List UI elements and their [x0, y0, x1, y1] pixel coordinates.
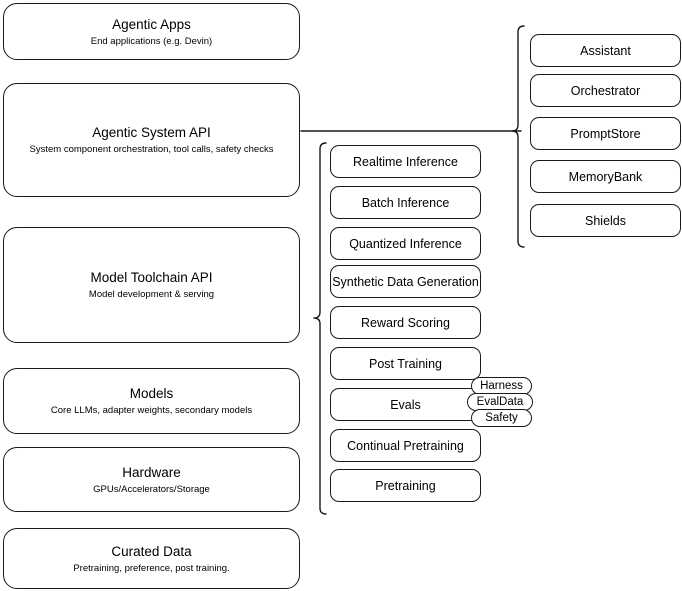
component-orchestrator[interactable]: Orchestrator: [530, 74, 681, 107]
layer-hardware[interactable]: Hardware GPUs/Accelerators/Storage: [3, 447, 300, 512]
layer-agentic-apps[interactable]: Agentic Apps End applications (e.g. Devi…: [3, 3, 300, 60]
layer-agentic-system-api[interactable]: Agentic System API System component orch…: [3, 83, 300, 197]
component-promptstore[interactable]: PromptStore: [530, 117, 681, 150]
layer-title: Curated Data: [111, 543, 192, 559]
component-continual-pretraining[interactable]: Continual Pretraining: [330, 429, 481, 462]
component-synthetic-data-generation[interactable]: Synthetic Data Generation: [330, 265, 481, 298]
layer-title: Models: [129, 386, 174, 401]
layer-title: Hardware: [122, 464, 181, 480]
layer-subtitle: End applications (e.g. Devin): [90, 35, 213, 47]
component-reward-scoring[interactable]: Reward Scoring: [330, 306, 481, 339]
layer-title: Model Toolchain API: [90, 270, 213, 285]
layer-subtitle: Model development & serving: [88, 289, 215, 300]
component-batch-inference[interactable]: Batch Inference: [330, 186, 481, 219]
layer-subtitle: Pretraining, preference, post training.: [73, 562, 230, 574]
layer-title: Agentic System API: [92, 125, 211, 140]
eval-pill-safety[interactable]: Safety: [471, 409, 532, 427]
component-post-training[interactable]: Post Training: [330, 347, 481, 380]
component-assistant[interactable]: Assistant: [530, 34, 681, 67]
brace-toolchain-components: [313, 142, 327, 515]
brace-system-components: [511, 25, 525, 248]
component-shields[interactable]: Shields: [530, 204, 681, 237]
layer-subtitle: System component orchestration, tool cal…: [29, 144, 274, 155]
component-memorybank[interactable]: MemoryBank: [530, 160, 681, 193]
layer-subtitle: Core LLMs, adapter weights, secondary mo…: [50, 405, 253, 416]
layer-curated-data[interactable]: Curated Data Pretraining, preference, po…: [3, 528, 300, 589]
component-realtime-inference[interactable]: Realtime Inference: [330, 145, 481, 178]
component-quantized-inference[interactable]: Quantized Inference: [330, 227, 481, 260]
layer-subtitle: GPUs/Accelerators/Storage: [93, 483, 210, 495]
component-evals[interactable]: Evals: [330, 388, 481, 421]
layer-model-toolchain-api[interactable]: Model Toolchain API Model development & …: [3, 227, 300, 343]
layer-models[interactable]: Models Core LLMs, adapter weights, secon…: [3, 368, 300, 434]
layer-title: Agentic Apps: [112, 16, 191, 32]
component-pretraining[interactable]: Pretraining: [330, 469, 481, 502]
